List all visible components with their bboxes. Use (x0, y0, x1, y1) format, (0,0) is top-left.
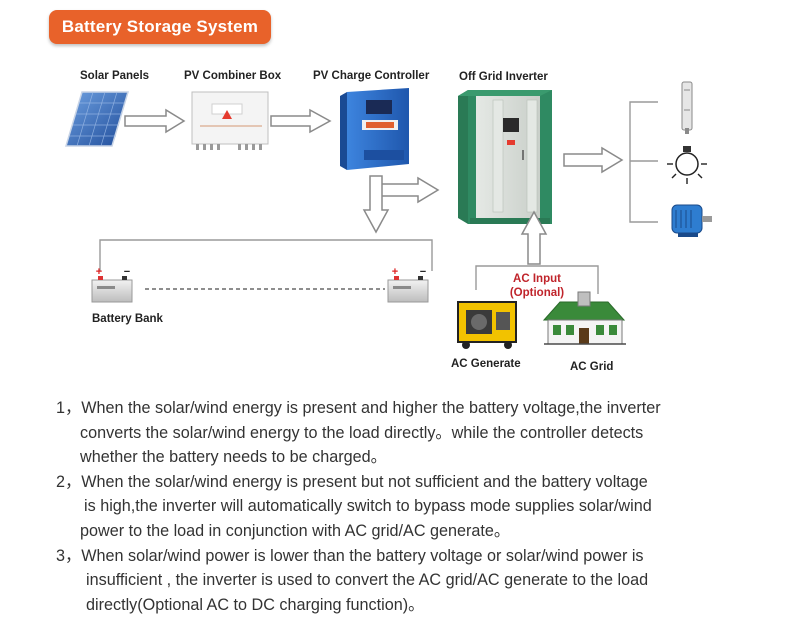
battery-plus-label: + (96, 266, 102, 278)
pv-combiner-box-label: PV Combiner Box (184, 70, 282, 82)
battery-minus-label: − (124, 266, 130, 278)
battery-plus-label: + (392, 266, 398, 278)
arrow-icon (520, 210, 548, 265)
note-1-line-2: converts the solar/wind energy to the lo… (80, 423, 644, 442)
pv-charge-controller-label: PV Charge Controller (313, 70, 430, 82)
ac-input-label: AC Input (513, 273, 561, 285)
ac-generate-label: AC Generate (451, 358, 521, 370)
arrow-icon (124, 108, 186, 134)
note-3-line-2: insufficient , the inverter is used to c… (86, 571, 649, 590)
off-grid-inverter-label: Off Grid Inverter (459, 71, 548, 83)
arrow-icon (270, 108, 332, 134)
solar-panels-label: Solar Panels (80, 70, 150, 82)
battery-bank-label: Battery Bank (92, 313, 163, 325)
page-title: Battery Storage System (49, 10, 271, 44)
generator-icon (457, 301, 517, 349)
house-grid-icon (542, 291, 626, 345)
ac-grid-label: AC Grid (570, 361, 614, 373)
combiner-box-icon (191, 91, 269, 150)
notes-section: 1，When the solar/wind energy is present … (56, 396, 776, 617)
system-diagram: + − + − (64, 81, 712, 349)
pump-icon (681, 81, 693, 134)
note-3-line-3: directly(Optional AC to DC charging func… (86, 595, 425, 614)
battery-icon: + − (387, 266, 429, 303)
note-2-line-2: is high,the inverter will automatically … (84, 497, 652, 516)
ac-input-optional-label: (Optional) (510, 287, 564, 299)
arrow-icon (362, 175, 390, 234)
battery-minus-label: − (420, 266, 426, 278)
note-1-line-3: whether the battery needs to be charged。 (80, 448, 387, 467)
note-2-line-3: power to the load in conjunction with AC… (80, 521, 511, 540)
battery-icon: + − (91, 266, 133, 303)
arrow-icon (563, 146, 624, 174)
solar-panel-icon (64, 91, 130, 147)
inverter-icon (458, 90, 552, 224)
light-bulb-icon (667, 146, 707, 184)
charge-controller-icon (340, 88, 409, 170)
note-3-line-1: 3，When solar/wind power is lower than th… (56, 546, 644, 565)
arrow-icon (377, 176, 440, 204)
motor-icon (671, 204, 712, 237)
note-2-line-1: 2，When the solar/wind energy is present … (56, 472, 648, 491)
note-1-line-1: 1，When the solar/wind energy is present … (56, 399, 661, 417)
